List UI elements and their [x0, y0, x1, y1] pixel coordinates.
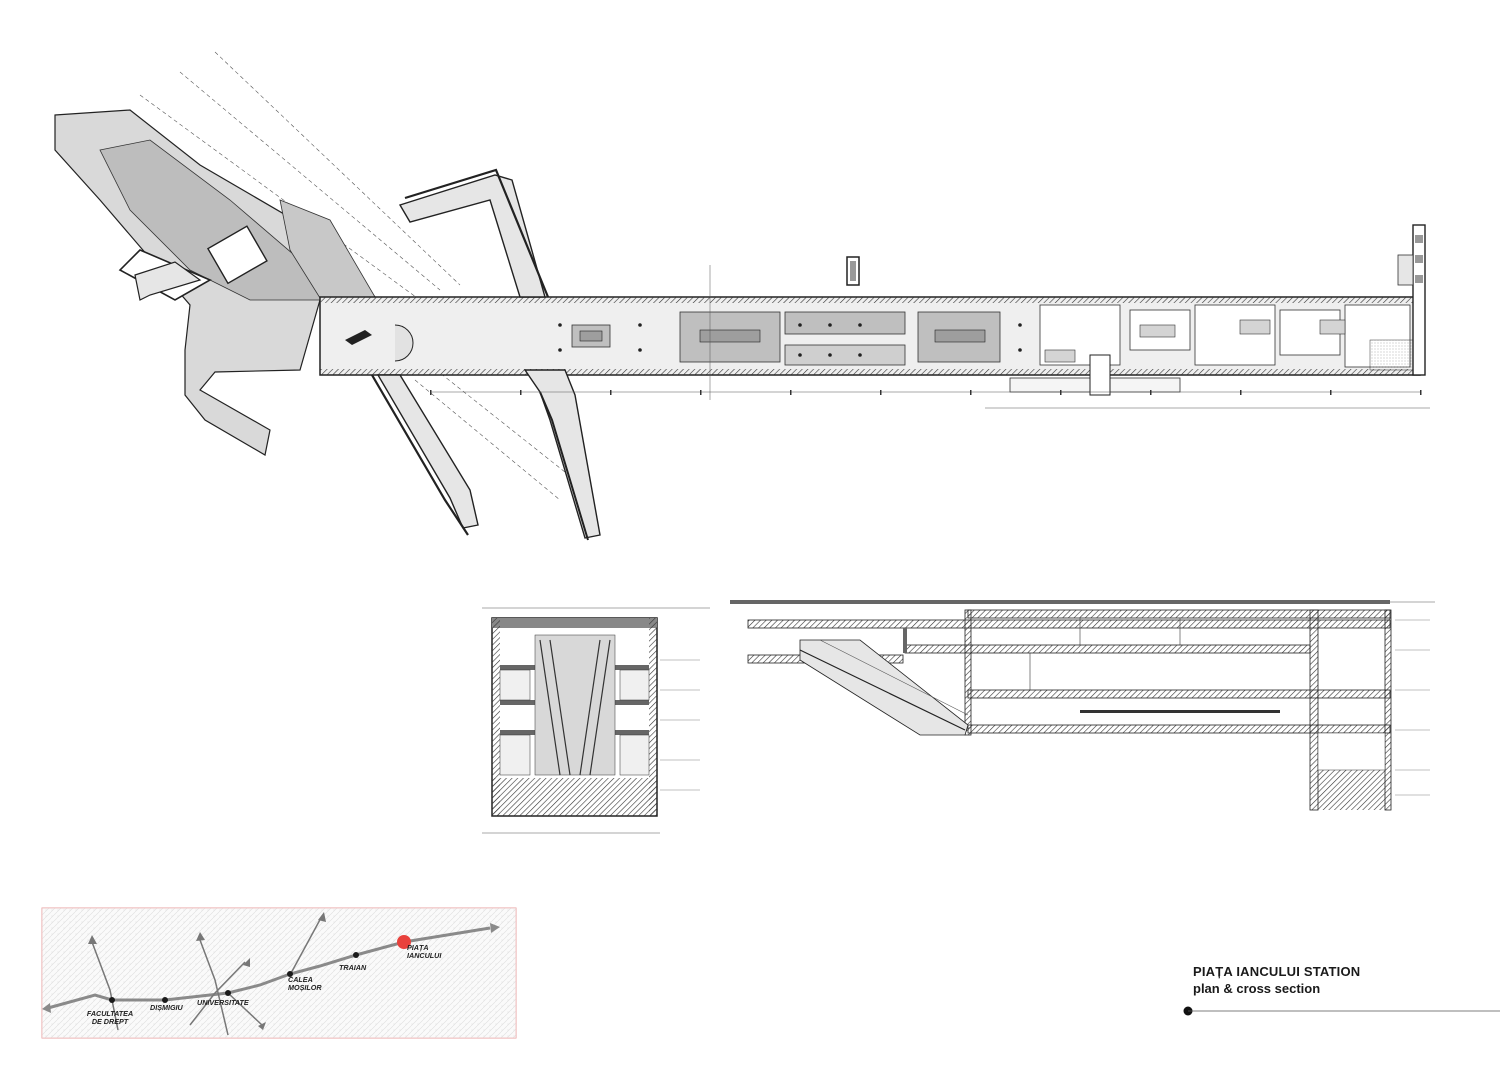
page-title: PIAȚA IANCULUI STATION [1193, 964, 1361, 979]
map-label-dismigiu: DIȘMIGIU [150, 1003, 183, 1012]
cross-section-transverse [482, 607, 710, 834]
metro-line [47, 926, 491, 1010]
station-plan [54, 51, 1430, 541]
station-dot-piata-iancului[interactable] [397, 935, 411, 949]
location-map [41, 907, 517, 1039]
map-label-facultatea-de-drept: FACULTATEA DE DREPT [86, 1009, 134, 1026]
title-block: PIAȚA IANCULUI STATION plan & cross sect… [1193, 964, 1360, 996]
station-dot-facultatea[interactable] [109, 997, 115, 1003]
map-label-piata-iancului: PIAȚA IANCULUI [407, 943, 442, 960]
map-label-universitate: UNIVERSITATE [197, 998, 249, 1007]
station-dot-universitate[interactable] [225, 990, 231, 996]
map-label-calea-mosilor: CALEA MOȘILOR [288, 975, 322, 992]
title-marker [1183, 1006, 1500, 1016]
station-dot-calea-mosilor[interactable] [287, 971, 293, 977]
map-label-traian: TRAIAN [339, 963, 367, 972]
station-dot-traian[interactable] [353, 952, 359, 958]
cross-section-longitudinal [730, 600, 1435, 811]
page-subtitle: plan & cross section [1193, 981, 1321, 996]
station-dot-dismigiu[interactable] [162, 997, 168, 1003]
